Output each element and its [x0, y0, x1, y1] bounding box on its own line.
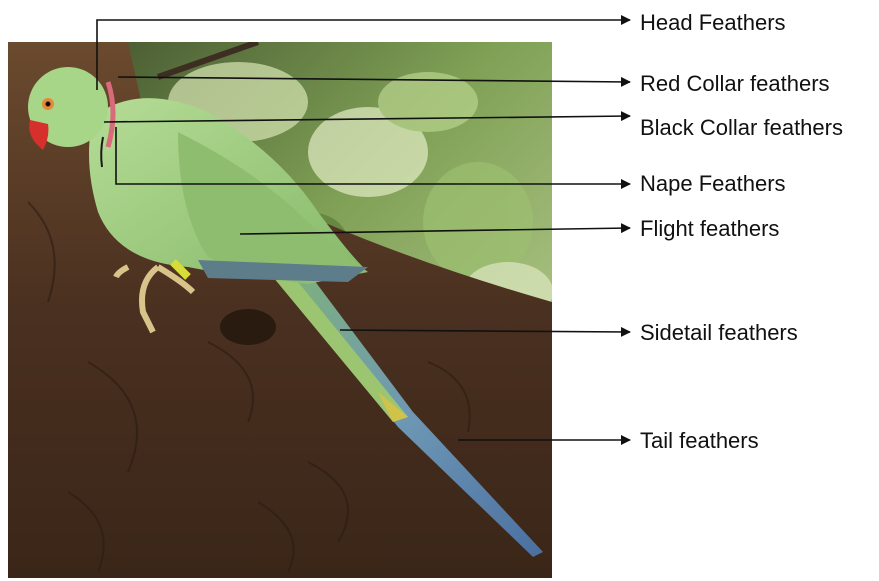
- label-sidetail-feathers: Sidetail feathers: [640, 322, 798, 344]
- label-head-feathers: Head Feathers: [640, 12, 786, 34]
- leader-flight: [240, 228, 630, 234]
- leader-nape: [116, 127, 630, 184]
- label-black-collar-feathers: Black Collar feathers: [640, 117, 843, 139]
- label-nape-feathers: Nape Feathers: [640, 173, 786, 195]
- label-flight-feathers: Flight feathers: [640, 218, 779, 240]
- label-red-collar-feathers: Red Collar feathers: [640, 73, 830, 95]
- label-tail-feathers: Tail feathers: [640, 430, 759, 452]
- leader-sidetail: [340, 330, 630, 332]
- leader-black-collar: [104, 116, 630, 122]
- leader-red-collar: [118, 77, 630, 82]
